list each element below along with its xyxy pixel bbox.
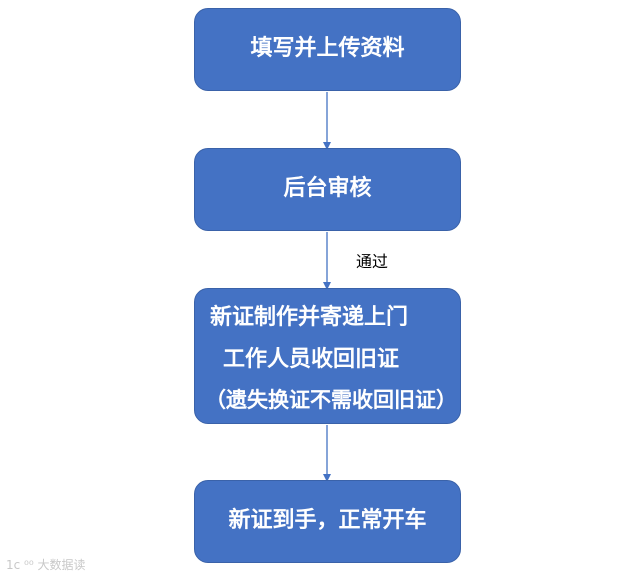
step-issue-line-3: （遗失换证不需收回旧证） — [205, 388, 457, 412]
step-fill-upload-label: 填写并上传资料 — [250, 36, 405, 62]
step-fill-upload-box: 填写并上传资料 — [194, 8, 461, 91]
step-issue-line-1: 新证制作并寄递上门 — [210, 305, 409, 330]
step-receive-label: 新证到手，正常开车 — [228, 508, 427, 534]
step-issue-new-license-box: 新证制作并寄递上门 工作人员收回旧证 （遗失换证不需收回旧证） — [194, 288, 461, 424]
watermark-logo: 1c ⁰⁰ 大数据读 — [6, 558, 86, 572]
step-receive-license-box: 新证到手，正常开车 — [194, 480, 461, 563]
edge-label-approved: 通过 — [356, 252, 389, 271]
step-issue-line-2: 工作人员收回旧证 — [223, 347, 400, 372]
step-review-label: 后台审核 — [283, 176, 372, 202]
step-review-box: 后台审核 — [194, 148, 461, 231]
